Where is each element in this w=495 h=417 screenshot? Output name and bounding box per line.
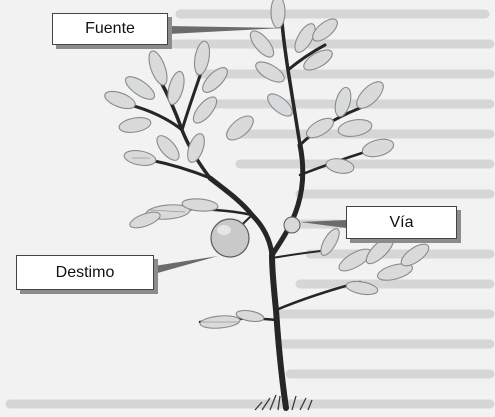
destination-label: Destimo bbox=[16, 255, 154, 290]
fruit-destination bbox=[211, 219, 249, 257]
fruit-small bbox=[284, 217, 300, 233]
source-label-text: Fuente bbox=[85, 20, 135, 38]
path-label: Vía bbox=[346, 206, 457, 239]
destination-label-text: Destimo bbox=[56, 264, 115, 282]
source-label: Fuente bbox=[52, 13, 168, 45]
path-label-text: Vía bbox=[389, 214, 413, 232]
